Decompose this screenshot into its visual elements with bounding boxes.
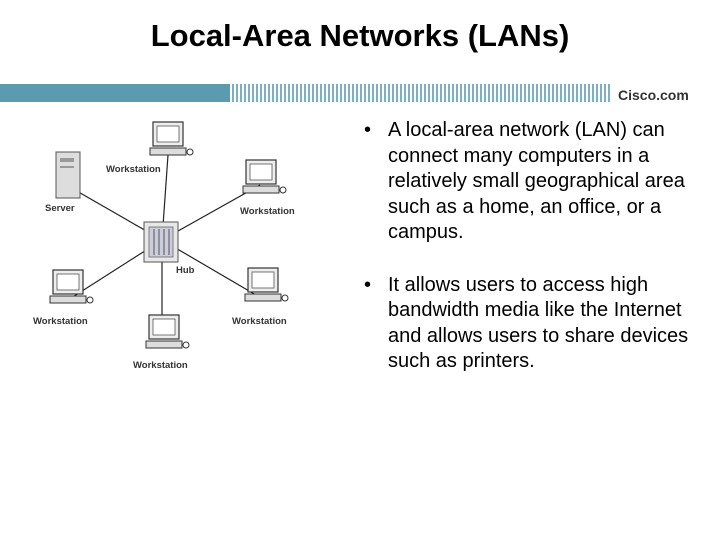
hub-label: Hub xyxy=(176,265,195,276)
header-band xyxy=(0,84,610,102)
computer-icon xyxy=(244,267,289,302)
lan-star-diagram: Hub Server Workstation Workstation Works… xyxy=(33,121,295,371)
workstation-right-upper-label: Workstation xyxy=(240,206,295,217)
bullet-list: • A local-area network (LAN) can connect… xyxy=(362,118,707,402)
brand-logo-text: Cisco.com xyxy=(618,87,689,103)
bullet-icon: • xyxy=(364,119,372,141)
bullet-item: • It allows users to access high bandwid… xyxy=(362,273,707,375)
computer-icon xyxy=(242,159,287,194)
workstation-bottom-label: Workstation xyxy=(133,360,188,371)
server-icon xyxy=(55,151,81,199)
computer-icon xyxy=(49,269,94,304)
workstation-top-label: Workstation xyxy=(106,164,161,175)
computer-icon xyxy=(145,314,190,349)
bullet-text: A local-area network (LAN) can connect m… xyxy=(388,119,685,243)
workstation-right-lower-label: Workstation xyxy=(232,316,287,327)
slide-title: Local-Area Networks (LANs) xyxy=(150,18,570,53)
hub-icon xyxy=(143,221,179,263)
bullet-icon: • xyxy=(364,273,372,296)
workstation-left-lower-label: Workstation xyxy=(33,316,88,327)
bullet-text: It allows users to access high bandwidth… xyxy=(388,273,689,373)
bullet-item: • A local-area network (LAN) can connect… xyxy=(362,118,707,246)
computer-icon xyxy=(149,121,194,156)
server-label: Server xyxy=(45,203,75,214)
